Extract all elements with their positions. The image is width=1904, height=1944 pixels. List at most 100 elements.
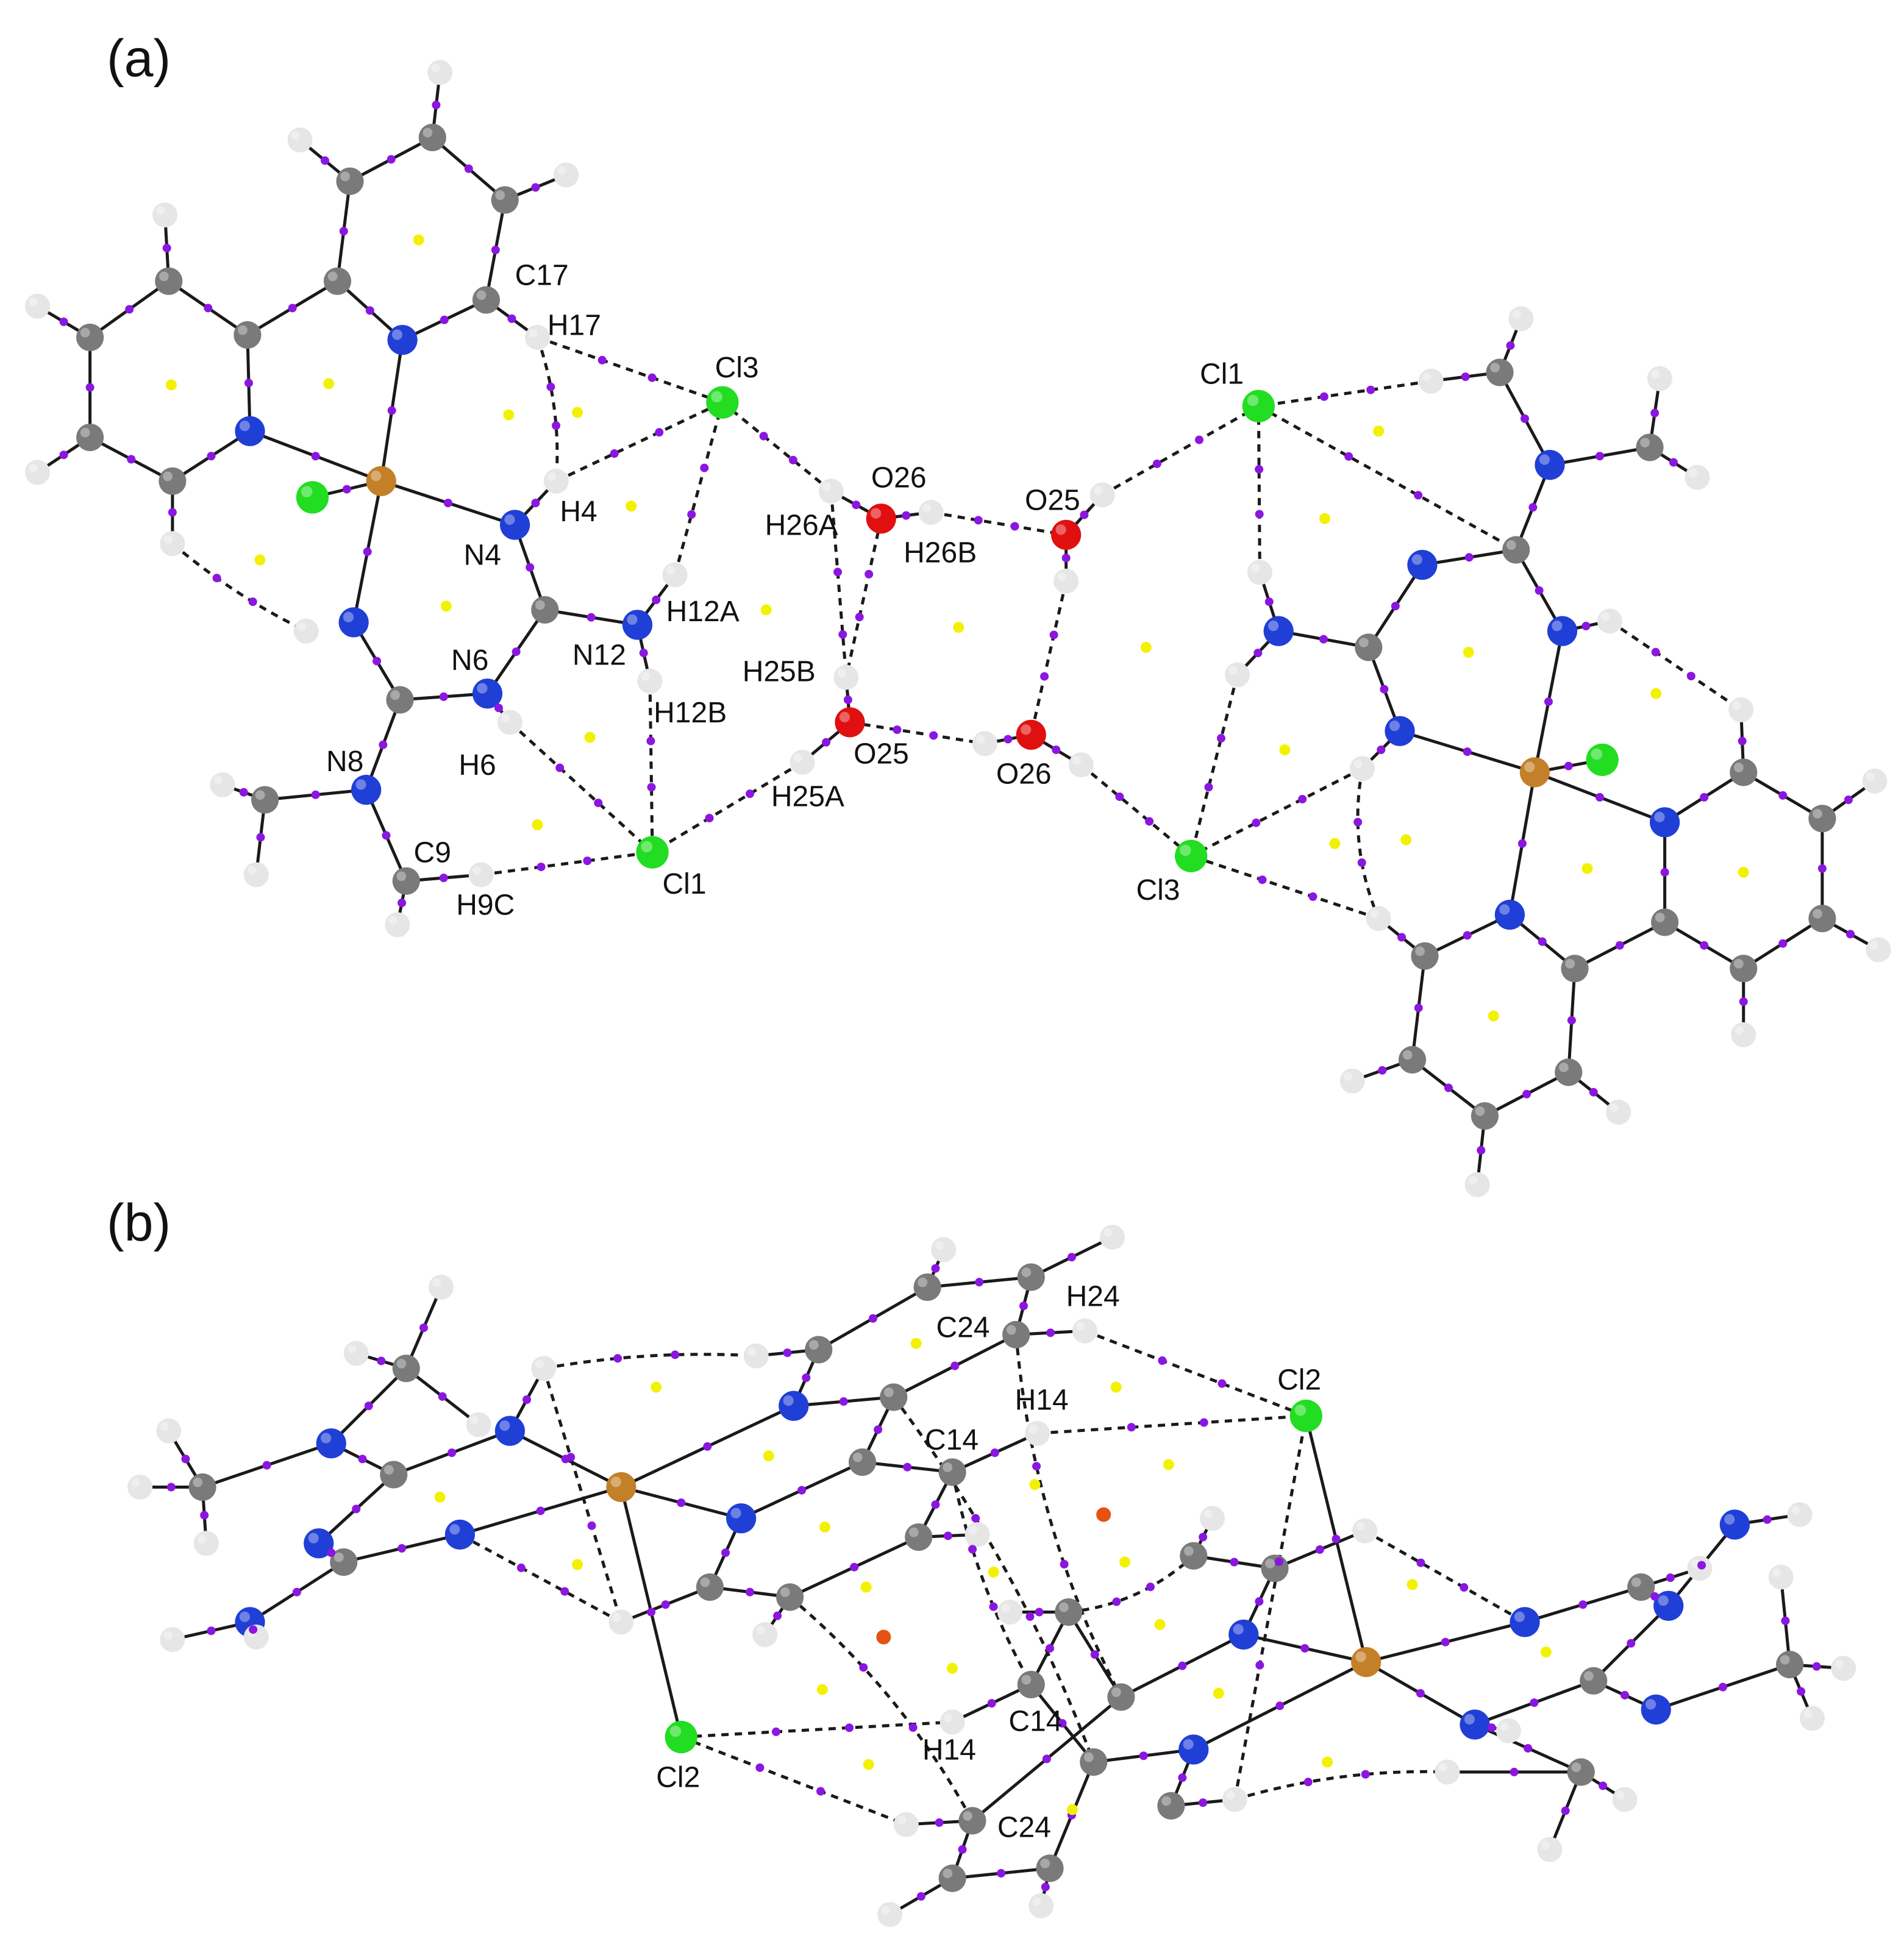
bond-critical-point — [443, 499, 452, 508]
copper-atom — [1351, 1647, 1382, 1678]
bond-critical-point — [1275, 1701, 1285, 1711]
hydrogen-atom — [1418, 368, 1444, 394]
bond-critical-point — [1255, 1661, 1264, 1670]
atom-highlight — [333, 1552, 344, 1562]
hydrogen-atom — [1029, 1893, 1054, 1918]
carbon-atom — [1730, 758, 1758, 786]
bond-critical-point — [1139, 1751, 1148, 1761]
hydrogen-atom — [833, 664, 859, 690]
bond-critical-point — [931, 1500, 940, 1509]
atom-highlight — [1601, 612, 1610, 621]
bond-critical-point — [262, 1461, 271, 1470]
bond-critical-point — [587, 1521, 596, 1530]
bond-critical-point — [1778, 939, 1788, 948]
carbon-atom — [905, 1523, 933, 1551]
bond-critical-point — [387, 406, 396, 415]
bond-critical-point — [759, 432, 768, 441]
atom-highlight — [1422, 372, 1432, 382]
bond-critical-point — [1651, 647, 1660, 657]
bond-critical-point — [1216, 734, 1225, 743]
bond-critical-point — [1666, 1573, 1675, 1583]
atom-label: N8 — [326, 746, 363, 778]
bond-critical-point — [1080, 510, 1089, 519]
ring-critical-point — [1119, 1556, 1130, 1568]
bond-critical-point — [1264, 597, 1274, 607]
ring-critical-point — [1319, 513, 1330, 524]
atom-label: H26B — [904, 537, 977, 569]
bond-critical-point — [249, 1625, 258, 1634]
bond-critical-point — [773, 1611, 782, 1620]
carbon-atom — [76, 323, 104, 352]
bond-critical-point — [1846, 930, 1855, 939]
bond-critical-point — [566, 1453, 576, 1462]
ring-critical-point — [1163, 1459, 1174, 1470]
bond-critical-point — [647, 373, 657, 382]
carbon-atom — [696, 1573, 724, 1601]
carbon-atom — [1398, 1045, 1427, 1073]
copper-atom — [606, 1472, 636, 1503]
hydrogen-bond-bH9-bH10 — [543, 1353, 757, 1370]
atom-label: Cl3 — [715, 352, 759, 384]
atom-highlight — [156, 206, 165, 215]
carbon-atom — [958, 1807, 986, 1835]
atom-label: O25 — [854, 738, 909, 771]
atom-highlight — [160, 1422, 169, 1431]
hydrogen-atom — [662, 562, 688, 588]
bond-critical-point — [1530, 1698, 1539, 1707]
atom-highlight — [747, 1347, 757, 1356]
hydrogen-atom — [385, 912, 410, 938]
bond-critical-point — [839, 1397, 848, 1406]
hydrogen-atom — [1597, 608, 1622, 634]
bond-critical-point — [1380, 685, 1389, 694]
atom-highlight — [29, 297, 38, 307]
bond-critical-point — [1199, 1798, 1208, 1807]
bond-critical-point — [594, 799, 603, 808]
atom-highlight — [1655, 913, 1665, 922]
chlorine-atom — [1289, 1400, 1322, 1433]
carbon-atom — [531, 596, 559, 624]
bond-critical-point — [1544, 697, 1553, 707]
critical-points — [59, 101, 1855, 1901]
hydrogen-atom — [940, 1709, 965, 1735]
ring-critical-point — [323, 378, 335, 390]
atom-highlight — [529, 329, 538, 338]
ring-critical-point — [572, 407, 583, 418]
atom-highlight — [239, 1611, 251, 1622]
atom-highlight — [730, 1508, 741, 1519]
carbon-atom — [392, 1355, 420, 1383]
atom-highlight — [943, 1462, 953, 1472]
atom-highlight — [780, 1587, 790, 1597]
ring-critical-point — [1029, 1479, 1041, 1490]
hydrogen-atom — [1200, 1506, 1225, 1531]
atom-highlight — [1001, 1603, 1010, 1612]
hydrogen-atom — [818, 479, 844, 504]
bond-critical-point — [1308, 892, 1317, 901]
atom-label: N4 — [464, 539, 501, 572]
atom-highlight — [963, 1811, 972, 1821]
atom-highlight — [301, 486, 313, 497]
atom-highlight — [1490, 363, 1500, 372]
bond-critical-point — [168, 508, 177, 517]
hydrogen-bond-bH17-bN5 — [459, 1533, 622, 1624]
chlorine-atom — [1175, 839, 1208, 872]
atom-highlight — [943, 1868, 953, 1879]
bond-critical-point — [838, 630, 847, 639]
bond-critical-point — [1332, 1534, 1341, 1543]
bond-critical-point — [1353, 817, 1363, 827]
bond-critical-point — [1319, 635, 1328, 644]
nitrogen-atom — [622, 610, 653, 640]
atom-highlight — [1076, 1322, 1085, 1331]
hydrogen-bond-aH33-aCl6 — [1190, 767, 1363, 858]
atom-highlight — [431, 63, 440, 73]
atom-highlight — [1402, 1050, 1413, 1060]
bond-critical-point — [916, 1892, 925, 1901]
hydrogen-atom — [1728, 697, 1754, 722]
nitrogen-atom — [1650, 807, 1680, 838]
hydrogen-bond-aH40-aCl6 — [1190, 854, 1379, 920]
atom-highlight — [255, 790, 265, 800]
carbon-atom — [188, 1473, 216, 1501]
atom-highlight — [918, 1277, 928, 1287]
atom-label: Cl3 — [1136, 874, 1180, 906]
hydrogen-atom — [743, 1343, 769, 1369]
